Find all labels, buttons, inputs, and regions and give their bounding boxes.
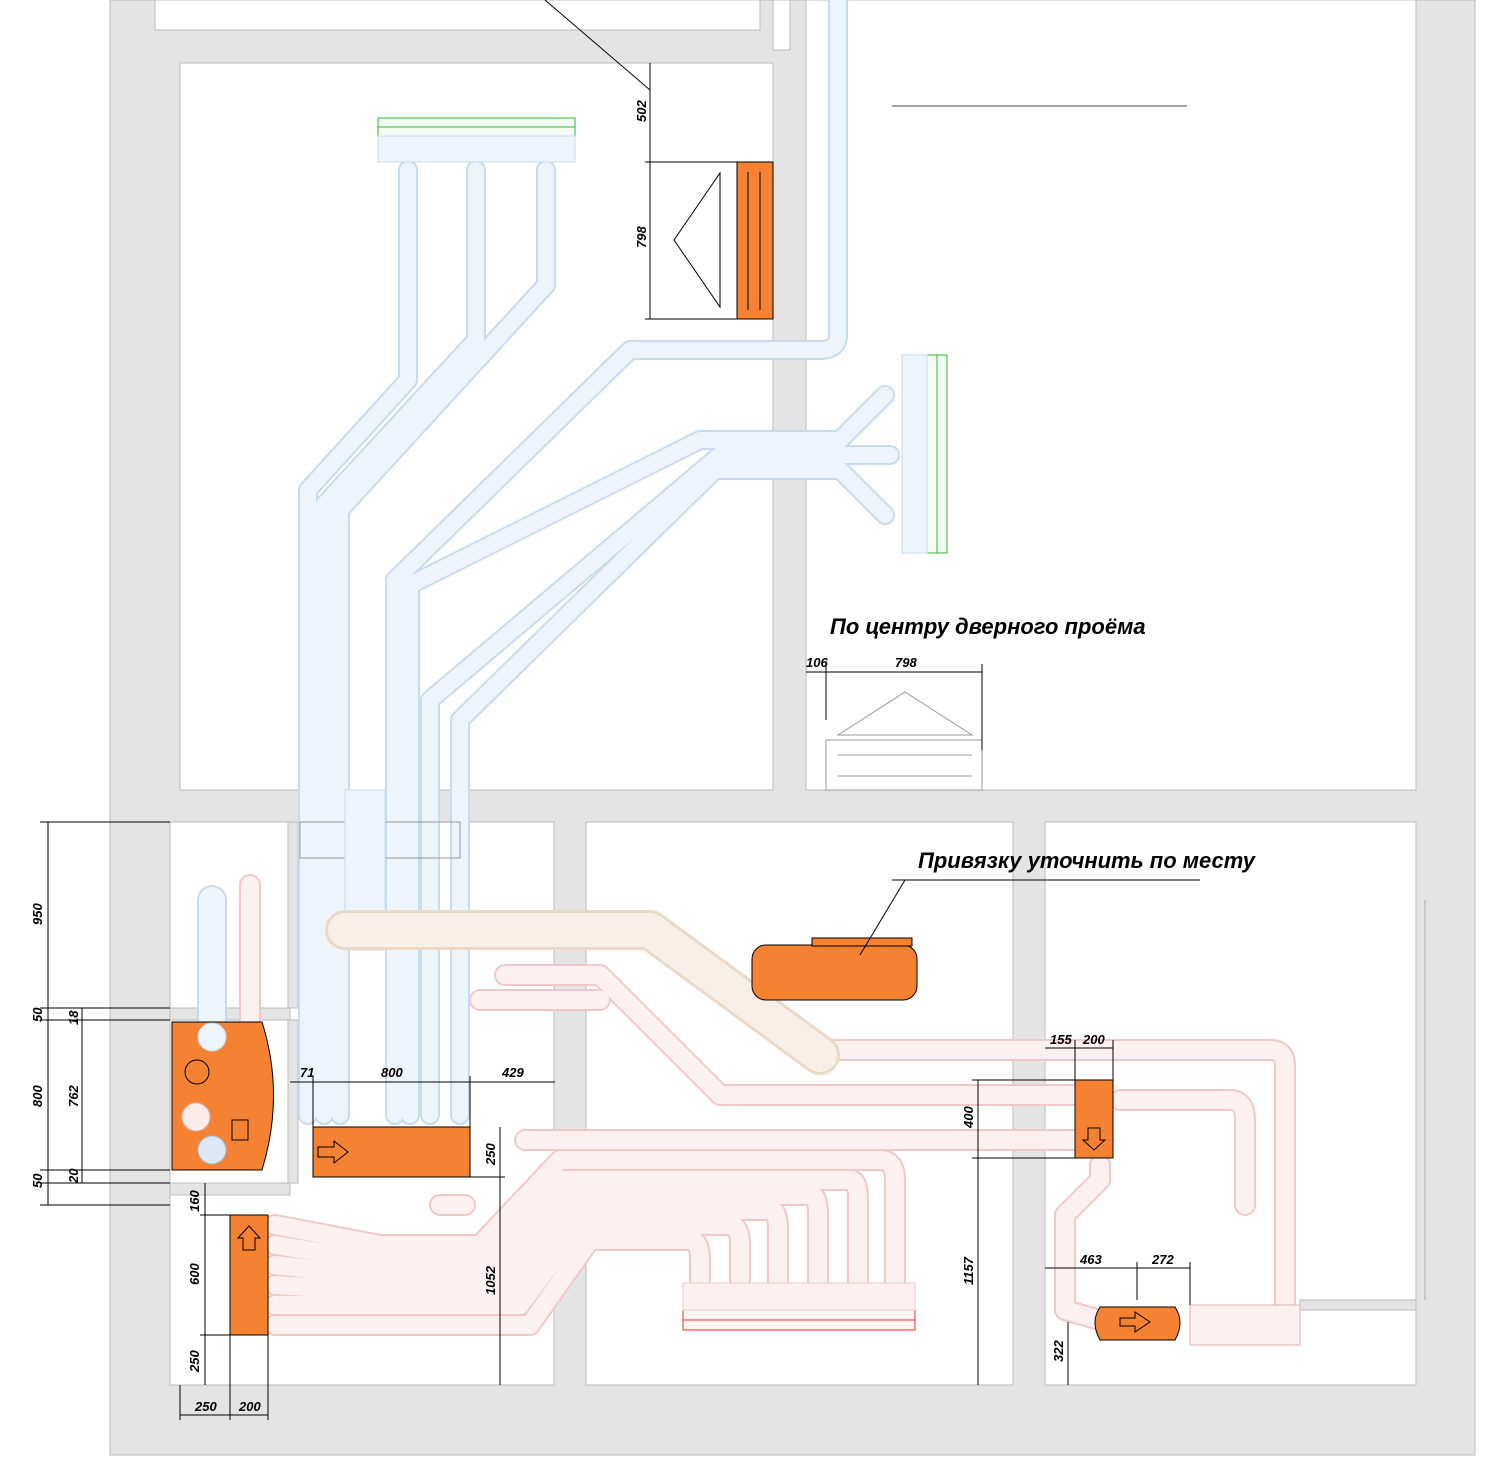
equipment [171, 161, 1181, 1341]
dim-200-h: 200 [238, 1399, 261, 1414]
dim-250-v: 250 [187, 1350, 202, 1373]
airflow-triangle [673, 171, 721, 309]
dim-50-bottom: 50 [30, 1173, 45, 1188]
exhaust-fan [1094, 1306, 1181, 1341]
building-walls [109, 0, 1476, 1456]
dim-250-h: 250 [194, 1399, 217, 1414]
dim-200-top: 200 [1082, 1032, 1105, 1047]
dim-20: 20 [66, 1168, 81, 1184]
door-grille-triangle [836, 691, 974, 736]
dim-160: 160 [187, 1190, 202, 1212]
dim-155: 155 [1050, 1032, 1072, 1047]
dim-400: 400 [961, 1106, 976, 1129]
dim-950: 950 [30, 903, 45, 925]
partition-upper [169, 1007, 291, 1021]
door-grille [825, 739, 983, 791]
exhaust-port [181, 1102, 211, 1132]
dim-502: 502 [634, 100, 649, 122]
partition-vertical-2 [287, 1019, 299, 1184]
dimension-labels: 502 798 106 798 950 50 18 800 762 50 20 … [30, 100, 1174, 1414]
grilles [377, 117, 983, 1331]
partition-vertical [287, 821, 299, 1009]
dim-429: 429 [501, 1065, 524, 1080]
exhaust-manifold [229, 1214, 269, 1336]
dim-600: 600 [187, 1263, 202, 1285]
dim-71: 71 [300, 1065, 314, 1080]
dim-463: 463 [1079, 1252, 1102, 1267]
dim-762: 762 [66, 1085, 81, 1107]
dim-800-h: 800 [381, 1065, 403, 1080]
dimension-lines [40, 0, 1200, 1420]
exhaust-manifold-right [1074, 1079, 1114, 1159]
dim-800-v: 800 [30, 1085, 45, 1107]
partition-right-low [1299, 1299, 1417, 1311]
supply-ducts [197, 0, 900, 1125]
arrow-right-icon-2 [1119, 1311, 1151, 1333]
supply-manifold [312, 1126, 471, 1178]
dim-798-top: 798 [895, 655, 917, 670]
arrow-down-icon [1081, 1127, 1107, 1151]
supply-port [197, 1022, 227, 1052]
partition-lower [169, 1182, 291, 1196]
dim-18: 18 [66, 1010, 81, 1025]
supply-unit-wall [736, 161, 774, 320]
exhaust-ducts [239, 874, 1301, 1346]
dim-50-top: 50 [30, 1007, 45, 1022]
dim-272: 272 [1151, 1252, 1174, 1267]
arrow-right-icon [317, 1139, 349, 1165]
dim-798-left: 798 [634, 226, 649, 248]
dim-106: 106 [806, 655, 828, 670]
heater-unit [751, 944, 918, 1001]
dim-250-right: 250 [483, 1143, 498, 1166]
dim-1052: 1052 [483, 1265, 498, 1295]
dim-1157: 1157 [961, 1256, 976, 1285]
intake-port [197, 1135, 227, 1165]
note-adjust-on-site: Привязку уточнить по месту [918, 848, 1257, 873]
arrow-up-icon [236, 1225, 262, 1251]
note-door-center: По центру дверного проёма [830, 614, 1146, 639]
wall-penetration [1189, 1304, 1301, 1346]
dim-322: 322 [1051, 1340, 1066, 1362]
